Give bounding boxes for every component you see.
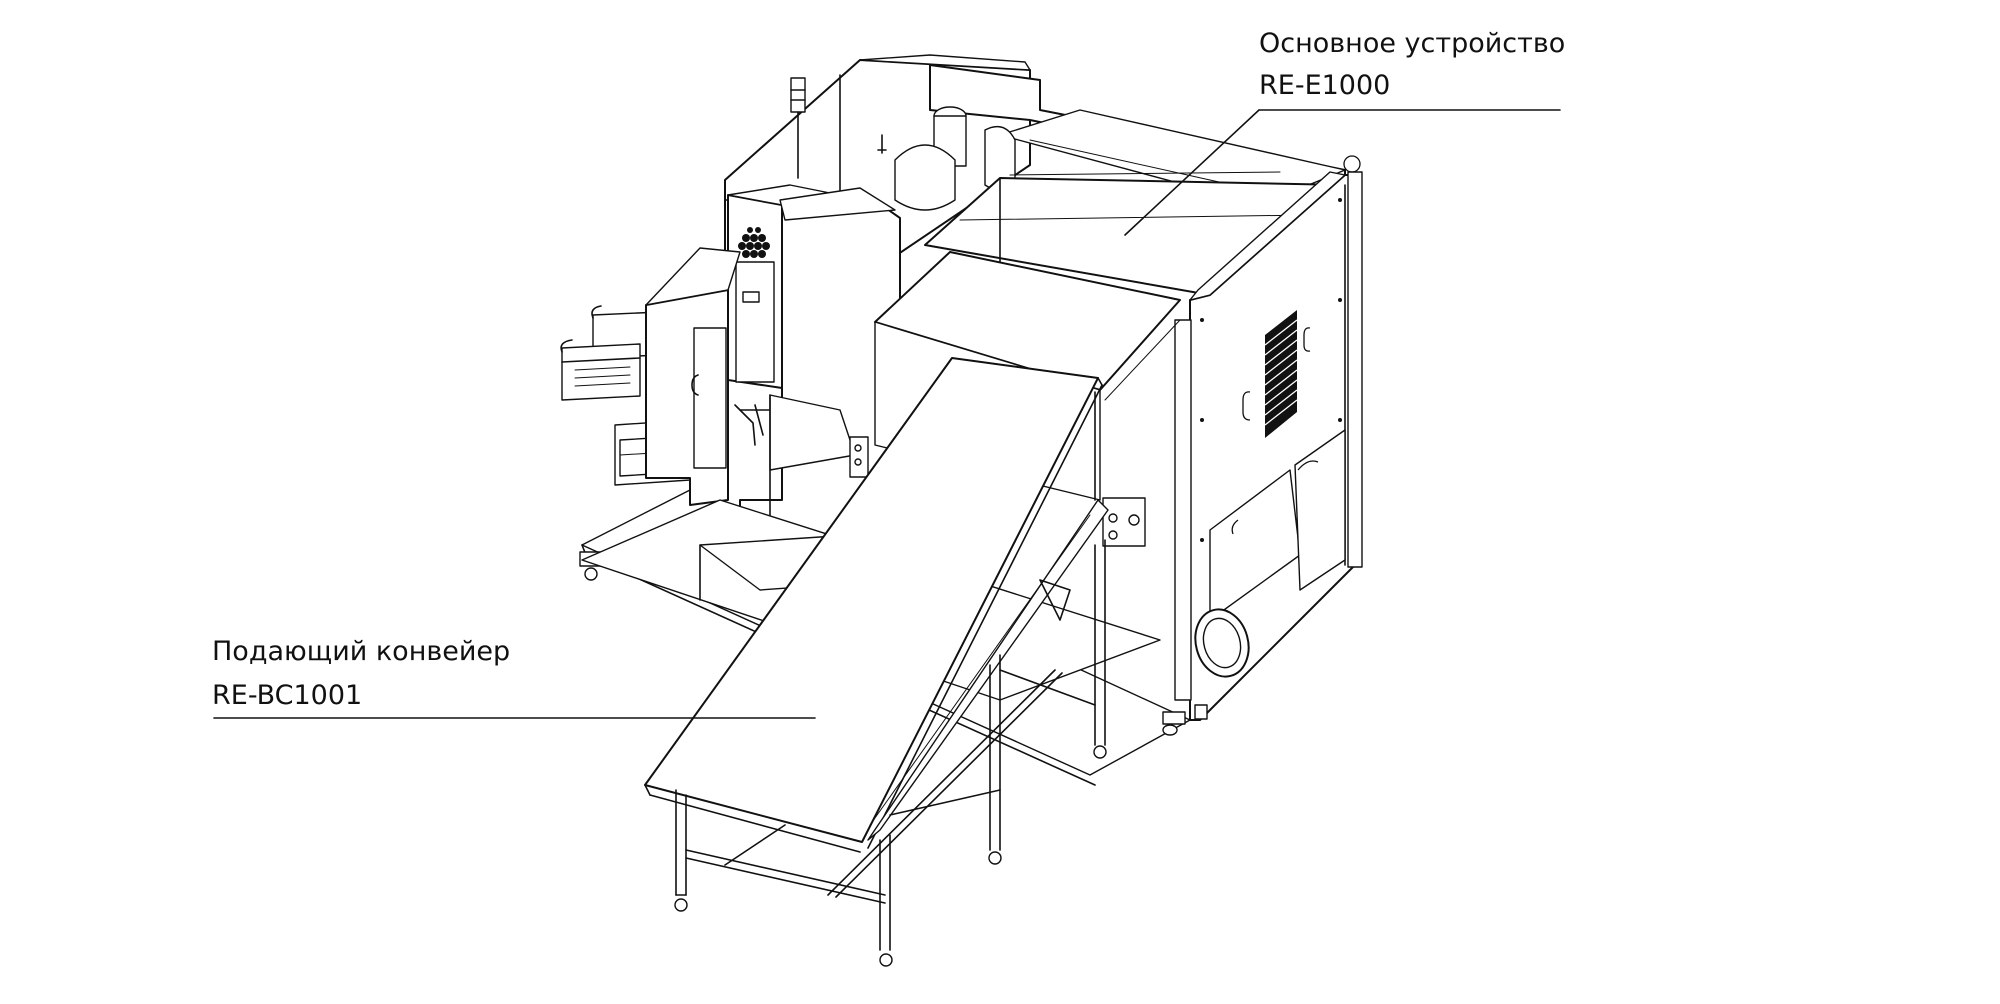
feed-conveyor — [644, 251, 1181, 967]
callout-leaders — [213, 109, 1561, 719]
feed-conveyor-model: RE-BC1001 — [212, 680, 363, 711]
feed-conveyor-label: Подающий конвейер — [212, 636, 511, 667]
main-unit-model: RE-E1000 — [1259, 70, 1391, 101]
main-unit-label: Основное устройство — [1259, 28, 1566, 59]
